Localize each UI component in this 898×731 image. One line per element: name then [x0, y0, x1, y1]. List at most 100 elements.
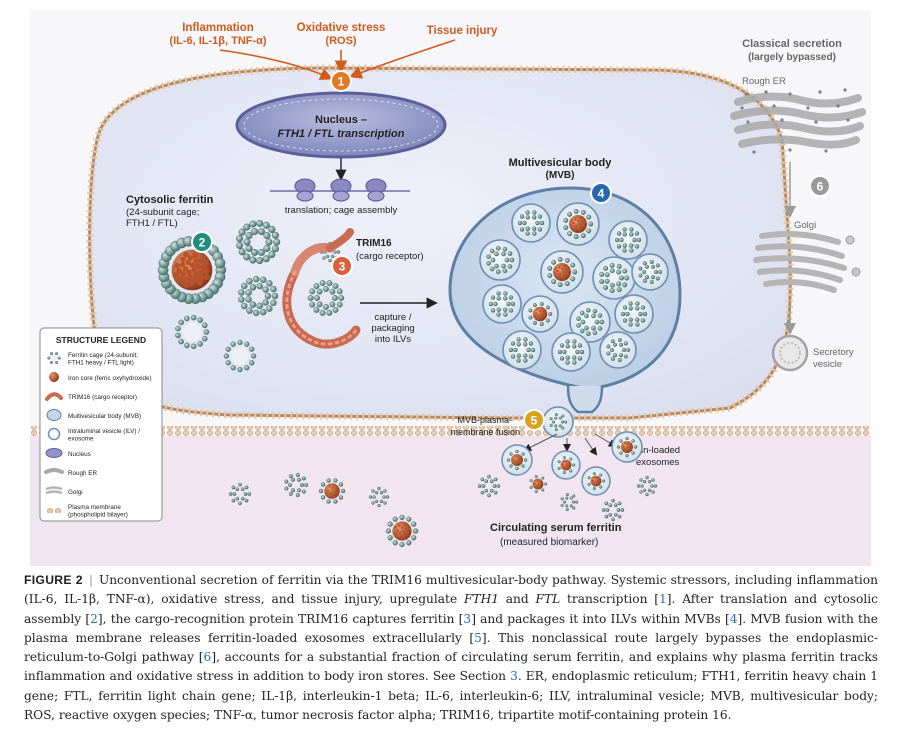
- step-badge-1: 1: [330, 70, 352, 92]
- ilv-ferritin-cage: [528, 301, 553, 327]
- figure-illustration: Inflammation (IL-6, IL-1β, TNF-α) Oxidat…: [30, 10, 871, 566]
- reference-link[interactable]: 5: [474, 630, 482, 645]
- svg-text:Rough ER: Rough ER: [742, 76, 786, 87]
- svg-text:(MVB): (MVB): [546, 170, 575, 181]
- ilv-ferritin-cage: [563, 208, 594, 240]
- circulating-ferritin: [284, 472, 309, 498]
- caption-separator: |: [88, 573, 93, 587]
- caption-text: ]. After translation and cytosolic assem…: [24, 592, 878, 626]
- circulating-ferritin: [560, 492, 579, 512]
- intraluminal-vesicle: [540, 250, 584, 294]
- legend-label: TRIM16 (cargo receptor): [68, 394, 137, 401]
- svg-text:5: 5: [531, 414, 538, 428]
- intraluminal-vesicle: [608, 220, 648, 260]
- caption-text: ], the cargo-recognition protein TRIM16 …: [97, 611, 464, 626]
- svg-text:Oxidative stress: Oxidative stress: [297, 22, 386, 34]
- svg-text:Multivesicular body: Multivesicular body: [509, 157, 613, 169]
- svg-text:exosomes: exosomes: [636, 457, 680, 468]
- legend-label: Intraluminal vesicle (ILV) /: [68, 428, 140, 435]
- svg-text:2: 2: [199, 236, 206, 250]
- legend-label: Plasma membrane: [68, 504, 121, 511]
- legend-label: Golgi: [68, 489, 83, 496]
- legend-item: Intraluminal vesicle (ILV) /exosome: [47, 427, 140, 443]
- trim16-icon: [45, 392, 63, 401]
- ferritin-cage-empty: [223, 339, 257, 373]
- stressor-inflammation: Inflammation (IL-6, IL-1β, TNF-α): [169, 22, 267, 47]
- rough-er-icon: [44, 468, 64, 474]
- reference-link[interactable]: 3: [463, 611, 472, 626]
- circulating-ferritin: [368, 486, 390, 508]
- intraluminal-vesicle: [542, 406, 574, 438]
- golgi-icon: [45, 486, 63, 495]
- caption-text: ], accounts for a substantial fraction o…: [24, 650, 878, 684]
- exosome: [581, 466, 611, 496]
- legend-label: Nucleus: [68, 451, 91, 458]
- svg-text:(largely bypassed): (largely bypassed): [748, 52, 836, 63]
- caption-text: ]. MVB fusion with the plasma membrane r…: [24, 611, 878, 645]
- step-badge-3: 3: [331, 255, 353, 277]
- figure-number: FIGURE 2: [24, 573, 83, 587]
- trim16-receptor: [282, 228, 361, 349]
- extracellular-space: [30, 436, 871, 566]
- svg-text:Tissue injury: Tissue injury: [427, 25, 498, 37]
- caption-text: Unconventional secretion of ferritin via…: [24, 573, 878, 607]
- reference-link[interactable]: 2: [90, 611, 98, 626]
- caption-body: Unconventional secretion of ferritin via…: [24, 573, 878, 722]
- exosome: [551, 450, 581, 480]
- secretory-vesicle: [771, 334, 809, 372]
- ferritin-cage-trim16-bound: [307, 280, 345, 316]
- ilv-ferritin-cage: [547, 256, 578, 288]
- circulating-ferritin: [636, 475, 658, 497]
- legend-item: TRIM16 (cargo receptor): [45, 392, 137, 401]
- intraluminal-vesicle: [482, 284, 522, 324]
- svg-text:Classical secretion: Classical secretion: [742, 38, 842, 50]
- svg-text:6: 6: [817, 180, 824, 194]
- reference-link[interactable]: 6: [203, 650, 212, 665]
- caption-text: ] and packages it into ILVs within MVBs …: [471, 611, 730, 626]
- iron-core-icon: [49, 372, 59, 382]
- ilv-icon: [47, 427, 61, 441]
- svg-text:TRIM16: TRIM16: [356, 238, 392, 249]
- rough-er-structure: [730, 92, 866, 149]
- svg-text:STRUCTURE LEGEND: STRUCTURE LEGEND: [56, 335, 146, 345]
- caption-text: . ER, endoplasmic reticulum; FTH1, ferri…: [24, 669, 878, 723]
- ilv-ferritin-cage: [557, 339, 585, 365]
- exosome-ferritin-cage: [557, 455, 576, 475]
- svg-text:FTH1 / FTL): FTH1 / FTL): [126, 218, 178, 229]
- ilv-ferritin-cage: [486, 245, 515, 275]
- intraluminal-vesicle: [479, 239, 521, 281]
- svg-text:(cargo receptor): (cargo receptor): [356, 251, 424, 262]
- stressor-tissue: Tissue injury: [427, 25, 498, 37]
- svg-text:(ROS): (ROS): [325, 35, 357, 47]
- legend-cage: [47, 352, 61, 364]
- exosome-ferritin-cage: [587, 471, 606, 491]
- svg-text:Circulating serum ferritin: Circulating serum ferritin: [490, 522, 622, 534]
- nucleus: [235, 91, 447, 159]
- intraluminal-vesicle: [569, 301, 611, 343]
- reference-link[interactable]: 1: [659, 592, 667, 607]
- ferritin-cage-icon: [47, 352, 61, 364]
- circulating-ferritin: [477, 474, 501, 498]
- ribosomes: [270, 178, 410, 202]
- intraluminal-vesicle: [614, 294, 654, 334]
- svg-text:vesicle: vesicle: [813, 359, 842, 370]
- legend-item: Plasma membrane(phospholipid bilayer): [45, 504, 128, 519]
- stressor-oxidative: Oxidative stress (ROS): [297, 22, 386, 47]
- figure-caption: FIGURE 2 |Unconventional secretion of fer…: [24, 571, 878, 725]
- intraluminal-vesicle: [556, 202, 600, 246]
- svg-text:capture /: capture /: [375, 312, 412, 323]
- caption-text: FTL: [535, 592, 561, 607]
- ilv-ferritin-cage: [549, 412, 568, 432]
- intraluminal-vesicle: [502, 330, 542, 370]
- ilv-ferritin-cage: [614, 227, 642, 253]
- intraluminal-vesicle: [551, 332, 591, 372]
- legend-item: Golgi: [45, 486, 83, 496]
- svg-text:Cytosolic ferritin: Cytosolic ferritin: [126, 194, 214, 206]
- circulating-ferritin: [385, 514, 419, 548]
- ilv-ferritin-cage: [508, 337, 536, 363]
- reference-link[interactable]: 4: [729, 611, 738, 626]
- reference-link[interactable]: 3: [510, 669, 518, 684]
- step-badge-2: 2: [191, 231, 213, 253]
- intraluminal-vesicle: [511, 203, 551, 243]
- svg-text:(IL-6, IL-1β, TNF-α): (IL-6, IL-1β, TNF-α): [169, 35, 267, 47]
